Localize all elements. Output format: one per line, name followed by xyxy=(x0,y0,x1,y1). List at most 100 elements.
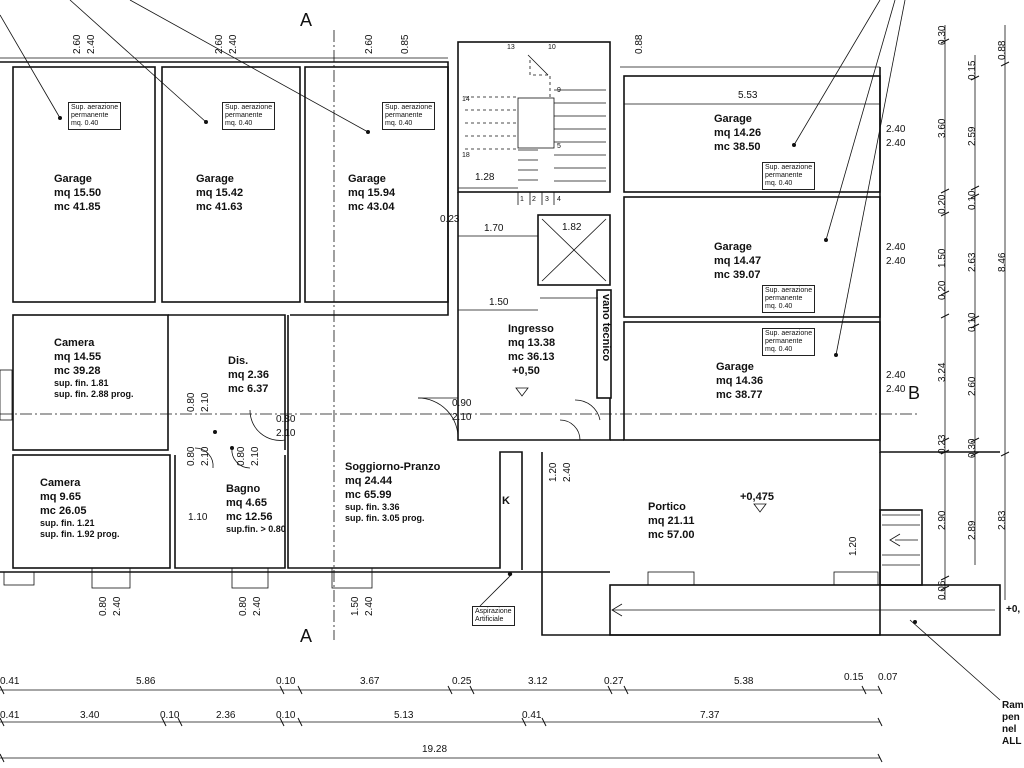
dim-inner: 0.90 xyxy=(452,398,472,409)
dim-inner-v: 0.80 xyxy=(236,446,247,466)
room-volume: mc 43.04 xyxy=(348,201,395,213)
room-camera-2: Camera mq 9.65 mc 26.05 sup. fin. 1.21 s… xyxy=(40,476,120,540)
dim-window: 0.80 xyxy=(98,596,109,616)
dim-bottom: 0.41 xyxy=(522,710,542,721)
room-name: Garage xyxy=(54,173,92,185)
room-volume: mc 39.28 xyxy=(54,365,101,377)
room-volume: mc 6.37 xyxy=(228,383,269,395)
dim-right: 0.23 xyxy=(937,434,948,454)
wall-bath xyxy=(174,455,286,569)
wall-lift xyxy=(537,214,611,286)
dim-right: 2.59 xyxy=(967,126,978,146)
kitchen-k-label: K xyxy=(502,495,510,507)
section-marker-a-bottom: A xyxy=(300,626,313,646)
dim-right: 1.50 xyxy=(937,248,948,268)
stair-treads xyxy=(465,54,606,205)
room-name: Garage xyxy=(716,361,754,373)
dim-bottom-total: 19.28 xyxy=(422,744,448,755)
room-volume: mc 12.56 xyxy=(226,511,273,523)
dim-inner-v: 2.10 xyxy=(200,392,211,412)
dim-top: 2.60 xyxy=(364,34,375,54)
dim-inner-v: 1.20 xyxy=(548,462,559,482)
room-window-surface: sup. fin. 1.81 xyxy=(54,378,109,388)
dim-inner-v: 2.10 xyxy=(200,446,211,466)
dim-inner: 1.70 xyxy=(484,223,504,234)
room-window-surface: sup.fin. > 0.80 xyxy=(226,524,286,534)
room-window-surface-prog: sup. fin. 2.88 prog. xyxy=(54,389,134,399)
stair-number: 1 xyxy=(520,196,524,203)
wall-soggiorno xyxy=(287,315,523,570)
wall-garage-1 xyxy=(12,66,156,303)
dim-right: 0.88 xyxy=(997,40,1008,60)
room-name: Camera xyxy=(40,477,81,489)
dim-bottom: 5.86 xyxy=(136,676,156,687)
dim-right: 0.30 xyxy=(937,25,948,45)
room-portico: Portico mq 21.11 mc 57.00 xyxy=(648,500,694,542)
room-volume: mc 38.77 xyxy=(716,389,763,401)
stair-number: 4 xyxy=(557,196,561,203)
dim-bottom: 5.13 xyxy=(394,710,414,721)
room-area: mq 4.65 xyxy=(226,497,267,509)
dim-bottom: 3.67 xyxy=(360,676,380,687)
dim-right: 0.10 xyxy=(967,312,978,332)
room-name: Garage xyxy=(348,173,386,185)
room-area: mq 15.42 xyxy=(196,187,244,199)
dim-bottom: 0.07 xyxy=(878,672,898,683)
room-level: +0,50 xyxy=(512,365,540,377)
dim-right: 3.24 xyxy=(937,362,948,382)
dim-inner: 2.10 xyxy=(452,412,472,423)
dim-inner: 0.23 xyxy=(440,214,460,225)
dim-inner: 2.40 xyxy=(886,124,906,135)
dim-bottom: 0.10 xyxy=(276,676,296,687)
room-volume: mc 39.07 xyxy=(714,269,761,281)
dim-bottom: 0.10 xyxy=(276,710,296,721)
dim-right: 8.46 xyxy=(997,252,1008,272)
wall-portico xyxy=(541,452,881,636)
room-garage-5: Garage mq 14.47 mc 39.07 xyxy=(714,240,761,282)
room-name: Ingresso xyxy=(508,323,554,335)
room-name: Portico xyxy=(648,501,686,513)
dim-window: 0.80 xyxy=(238,596,249,616)
dim-top: 2.40 xyxy=(228,34,239,54)
room-area: mq 2.36 xyxy=(228,369,269,381)
wall-ingresso xyxy=(457,192,611,441)
dim-window: 2.40 xyxy=(252,596,263,616)
room-area: mq 21.11 xyxy=(648,515,695,527)
dim-right: 2.90 xyxy=(937,510,948,530)
wall-ramp-steps xyxy=(879,509,923,586)
wall-house-outer xyxy=(0,61,449,302)
stair-number: 10 xyxy=(548,44,556,51)
room-window-surface: sup. fin. 3.36 xyxy=(345,502,400,512)
dim-bottom: 0.25 xyxy=(452,676,472,687)
room-bagno: Bagno mq 4.65 mc 12.56 sup.fin. > 0.80 xyxy=(226,482,286,535)
dim-top: 0.88 xyxy=(634,34,645,54)
dim-bottom: 3.12 xyxy=(528,676,548,687)
room-volume: mc 57.00 xyxy=(648,529,695,541)
wall-dis xyxy=(168,314,286,450)
room-garage-2: Garage mq 15.42 mc 41.63 xyxy=(196,172,243,214)
room-window-surface-prog: sup. fin. 1.92 prog. xyxy=(40,529,120,539)
dim-right: 0.30 xyxy=(967,438,978,458)
wall-camera-1 xyxy=(12,314,169,451)
room-area: mq 14.55 xyxy=(54,351,102,363)
stair-number: 2 xyxy=(532,196,536,203)
room-garage-1: Garage mq 15.50 mc 41.85 xyxy=(54,172,101,214)
dim-bottom: 0.15 xyxy=(844,672,864,683)
room-garage-4: Garage mq 14.26 mc 38.50 xyxy=(714,112,761,154)
dim-bottom: 7.37 xyxy=(700,710,720,721)
room-volume: mc 41.85 xyxy=(54,201,101,213)
dim-right: 2.60 xyxy=(967,376,978,396)
dim-bottom: 2.36 xyxy=(216,710,236,721)
wall-east xyxy=(879,67,1000,453)
room-disimpegno: Dis. mq 2.36 mc 6.37 xyxy=(228,354,269,396)
dim-inner: 0.80 xyxy=(276,414,296,425)
portico-level: +0,475 xyxy=(740,491,774,503)
dim-inner: 1.82 xyxy=(562,222,582,233)
wall-camera-2 xyxy=(12,454,171,569)
section-marker-a-top: A xyxy=(300,10,313,30)
dim-inner: 1.28 xyxy=(475,172,495,183)
room-ingresso: Ingresso mq 13.38 mc 36.13 +0,50 xyxy=(508,322,555,378)
